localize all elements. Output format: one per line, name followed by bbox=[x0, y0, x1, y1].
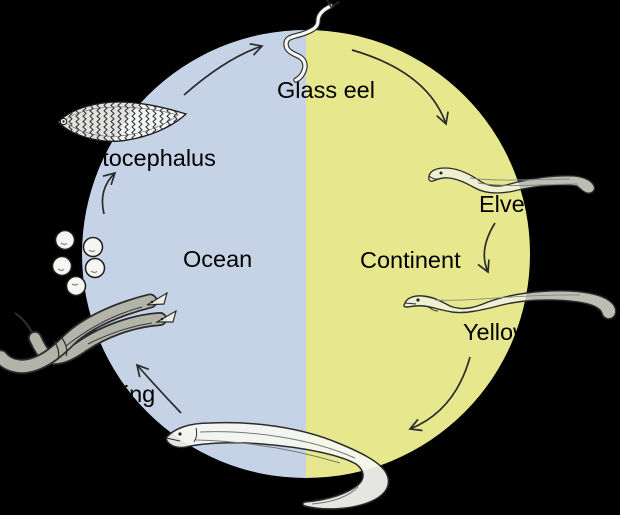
egg-highlights bbox=[57, 242, 98, 286]
spawning-eel-a-body bbox=[0, 295, 156, 373]
arrow-leptocephalus-to-glass-eel bbox=[183, 42, 264, 96]
egg bbox=[82, 236, 104, 258]
silver-eel-body-lines bbox=[195, 431, 359, 505]
glass-eel-head-fins bbox=[326, 0, 340, 8]
leptocephalus-inner-line bbox=[63, 106, 179, 137]
spawning-eel-b-eye bbox=[160, 317, 164, 321]
glass-eel-body bbox=[284, 4, 333, 82]
arrow-yellow-eel-to-silver-eel bbox=[408, 356, 471, 432]
elver-illustration bbox=[428, 167, 596, 194]
leptocephalus-pupil bbox=[62, 120, 65, 123]
label-yellow-eel: Yellow eel bbox=[463, 319, 568, 345]
egg bbox=[51, 255, 73, 277]
yellow-eel-mouth bbox=[404, 302, 417, 305]
label-continent: Continent bbox=[360, 247, 461, 273]
arrow-silver-eel-to-spawning bbox=[135, 363, 182, 414]
label-leptocephalus: Leptocephalus bbox=[63, 145, 216, 171]
elver-body-lines bbox=[469, 177, 579, 186]
arrow-glass-eel-to-elver bbox=[351, 49, 449, 126]
label-ocean: Ocean bbox=[183, 246, 252, 272]
leptocephalus-illustration bbox=[57, 101, 188, 142]
label-spawning: Spawning bbox=[52, 381, 155, 407]
spawning-eels-illustration bbox=[0, 291, 177, 374]
yellow-eel-eye bbox=[416, 298, 420, 302]
yellow-eel-lateral-line bbox=[434, 294, 581, 301]
silver-eel-body bbox=[165, 421, 390, 510]
yellow-eel-illustration bbox=[403, 290, 617, 320]
spawning-eels-body-lines bbox=[53, 306, 153, 360]
arrow-elver-to-yellow-eel bbox=[477, 222, 496, 274]
yellow-eel-pectoral-fin bbox=[427, 305, 439, 312]
label-glass-eel: Glass eel bbox=[277, 77, 375, 103]
silver-eel-illustration bbox=[165, 421, 390, 510]
egg bbox=[84, 257, 106, 279]
silver-eel-mouth bbox=[165, 437, 181, 442]
elver-mouth bbox=[428, 175, 440, 180]
elver-eye bbox=[439, 171, 443, 175]
label-elver: Elver bbox=[479, 191, 533, 217]
silver-eel-gill bbox=[193, 427, 198, 443]
egg bbox=[65, 275, 87, 297]
arrow-eggs-to-leptocephalus bbox=[101, 171, 117, 215]
continent-half bbox=[306, 30, 530, 478]
glass-eel-illustration bbox=[283, 0, 340, 83]
egg bbox=[54, 229, 76, 251]
silver-eel-eye bbox=[178, 432, 182, 436]
spawning-eel-a-eye bbox=[150, 300, 154, 304]
cycle-arrows bbox=[101, 42, 496, 432]
eggs-illustration bbox=[51, 229, 106, 297]
